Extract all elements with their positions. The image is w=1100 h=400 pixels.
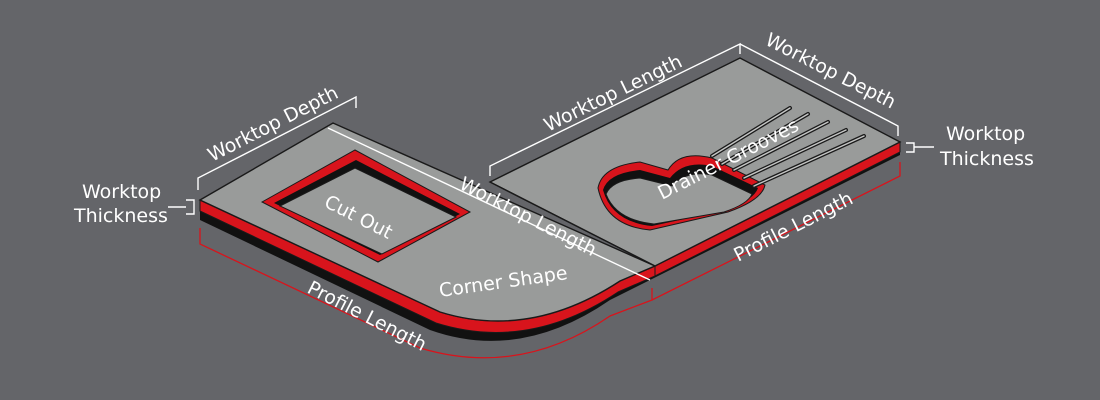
worktop-length-top-bracket [489,42,741,176]
worktop-joint [489,181,656,267]
profile-length-left-bracket [199,228,653,359]
cut-out-floor [278,167,458,255]
worktop-thickness-left-tick [168,199,195,215]
worktop-thickness-left-label-2: Thickness [73,205,168,227]
worktop-depth-left-bracket [197,95,357,190]
worktop-thickness-left-label-1: Worktop [82,181,161,203]
worktop-length-diag-line [327,127,651,281]
worktop-depth-right-bracket [739,43,899,136]
sink-floor [605,173,753,225]
profile-length-right-bracket [651,162,901,301]
worktop-thickness-right-label-2: Thickness [939,148,1034,170]
worktop-thickness-right-tick [906,142,934,153]
worktop-thickness-right-label-1: Worktop [946,123,1025,145]
